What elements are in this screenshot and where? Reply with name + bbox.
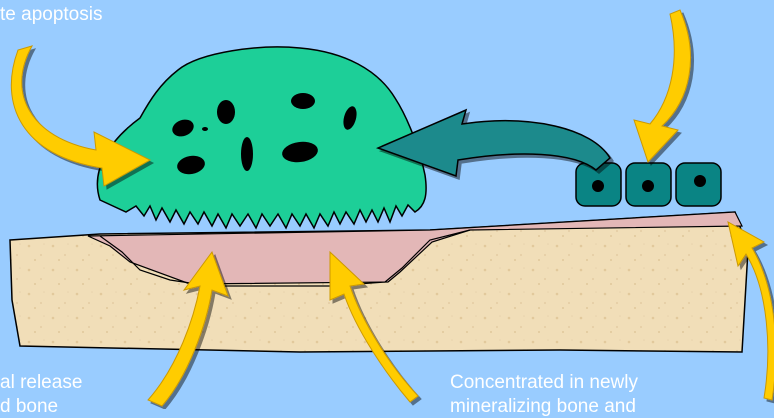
caption-concentrated-line1: Concentrated in newly xyxy=(450,372,638,394)
nucleus xyxy=(291,93,315,109)
arrow-into-osteoclast xyxy=(11,46,150,186)
caption-release-line2: d bone xyxy=(0,396,58,418)
nucleus xyxy=(241,137,253,171)
nucleus xyxy=(217,100,235,124)
bone-remodeling-diagram xyxy=(0,0,774,409)
caption-osteoclast-apoptosis: te apoptosis xyxy=(0,4,102,26)
caption-concentrated-line2: mineralizing bone and xyxy=(450,396,636,418)
osteoclast xyxy=(97,47,426,228)
arrow-to-osteoblast xyxy=(634,10,690,162)
nucleus xyxy=(202,127,208,131)
caption-release-line1: al release xyxy=(0,372,82,394)
